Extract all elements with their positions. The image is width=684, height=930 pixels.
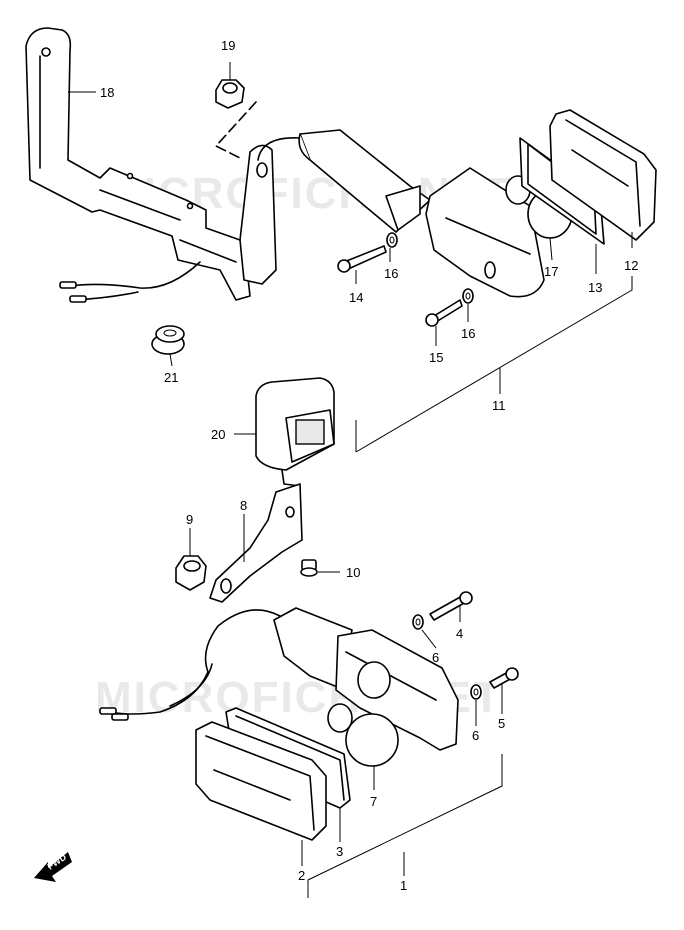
callout-21: 21 xyxy=(164,370,178,385)
callout-17: 17 xyxy=(544,264,558,279)
part-19-nut xyxy=(215,79,245,109)
callout-16-lower: 16 xyxy=(461,326,475,341)
part-7-bulb xyxy=(327,703,399,767)
callout-6-lower: 6 xyxy=(472,728,479,743)
callout-16-upper: 16 xyxy=(384,266,398,281)
callout-15: 15 xyxy=(429,350,443,365)
callout-14: 14 xyxy=(349,290,363,305)
part-12-lens xyxy=(549,109,657,241)
callout-1: 1 xyxy=(400,878,407,893)
part-8-stay xyxy=(209,483,303,603)
part-10-bolt xyxy=(300,559,318,577)
part-6-washer-a xyxy=(412,614,424,630)
callout-18: 18 xyxy=(100,85,114,100)
callout-6-upper: 6 xyxy=(432,650,439,665)
part-1-turn-signal-front xyxy=(99,607,459,751)
part-18-bracket xyxy=(25,27,277,301)
callout-19: 19 xyxy=(221,38,235,53)
leader-lines xyxy=(68,62,633,898)
callout-12: 12 xyxy=(624,258,638,273)
part-5-screw xyxy=(489,667,519,689)
part-21-grommet xyxy=(151,325,185,355)
callout-8: 8 xyxy=(240,498,247,513)
callout-11: 11 xyxy=(492,398,506,413)
part-4-screw xyxy=(429,591,473,621)
part-16-washer-b xyxy=(462,288,474,304)
callout-20: 20 xyxy=(211,427,225,442)
part-9-nut xyxy=(175,555,207,591)
wire-harness-upper xyxy=(59,261,201,303)
callout-13: 13 xyxy=(588,280,602,295)
fwd-arrow-icon: FWD xyxy=(34,852,72,882)
callout-9: 9 xyxy=(186,512,193,527)
part-16-washer-a xyxy=(386,232,398,248)
part-14-screw xyxy=(337,245,387,273)
part-20-relay xyxy=(255,377,335,487)
callout-2: 2 xyxy=(298,868,305,883)
part-2-lens xyxy=(195,721,327,841)
callout-4: 4 xyxy=(456,626,463,641)
callout-5: 5 xyxy=(498,716,505,731)
callouts: 19 18 14 16 15 16 17 13 12 21 11 20 9 8 … xyxy=(100,38,638,893)
part-6-washer-b xyxy=(470,684,482,700)
callout-10: 10 xyxy=(346,565,360,580)
callout-3: 3 xyxy=(336,844,343,859)
part-15-screw xyxy=(425,299,463,327)
callout-7: 7 xyxy=(370,794,377,809)
